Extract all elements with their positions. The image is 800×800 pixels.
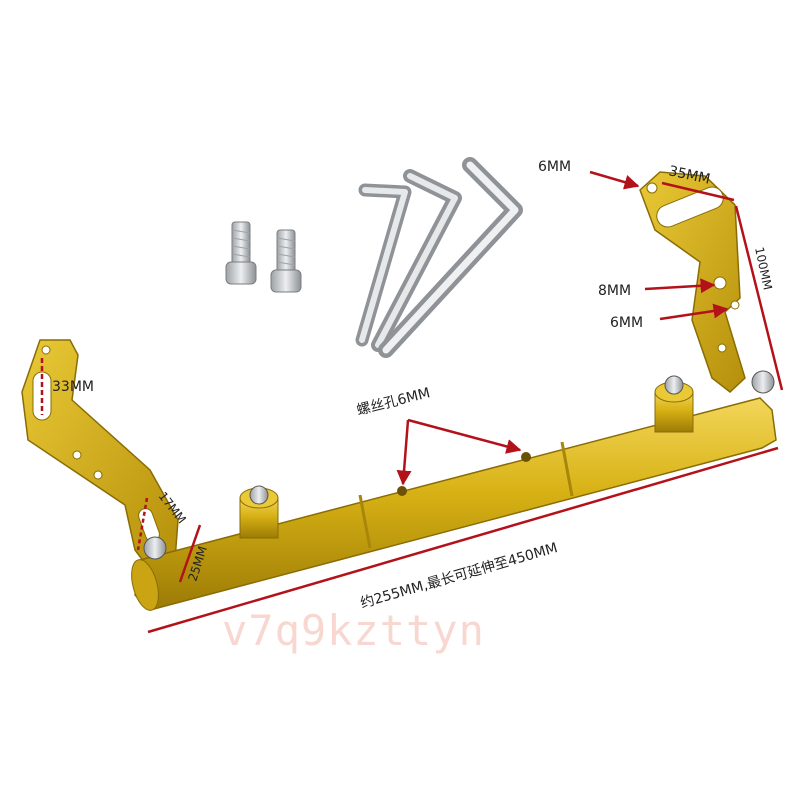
label-screw-hole: 螺丝孔6MM: [355, 385, 432, 419]
bolt-pair: [225, 221, 302, 293]
right-bracket-plate: [639, 171, 746, 393]
label-mid-hole-6: 6MM: [610, 315, 643, 331]
dimension-lines: [40, 170, 784, 634]
hex-key-set: [355, 157, 523, 358]
label-bar-length: 约255MM,最长可延伸至450MM: [359, 540, 560, 612]
watermark: v7q9kzttyn: [222, 606, 485, 655]
main-tube-bar: [131, 397, 777, 611]
label-top-hole: 6MM: [538, 159, 571, 175]
bar-clamp-bolts: [143, 370, 775, 560]
label-left-slot: 33MM: [52, 379, 94, 395]
left-bracket-plate: [21, 339, 179, 571]
label-mid-hole-8: 8MM: [598, 283, 631, 299]
